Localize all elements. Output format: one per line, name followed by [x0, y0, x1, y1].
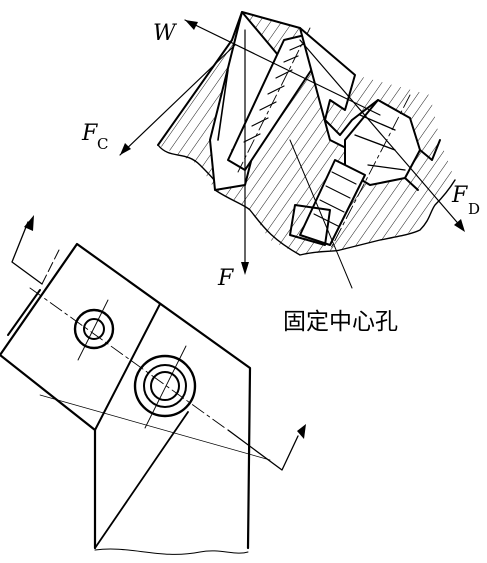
screw-center-line: [237, 27, 311, 173]
insert-rear-step: [7, 289, 41, 336]
label-fd-sub: D: [468, 200, 480, 218]
label-fc: F: [81, 121, 98, 146]
force-fc-arrowhead: [120, 143, 131, 155]
bottom-break-line: [94, 548, 249, 555]
section-view: [119, 11, 465, 289]
label-fd: F: [451, 183, 468, 208]
force-w-line: [184, 19, 381, 116]
large-hole-inner: [150, 371, 180, 401]
section-cut-dash-left: [41, 247, 61, 285]
section-outline: [157, 11, 301, 146]
caption-leader-line: [289, 139, 353, 289]
small-hole-axis: [77, 299, 109, 361]
right-step: [404, 139, 441, 191]
section-cut-line-right: [227, 429, 299, 471]
section-cut-arrow-right: [297, 424, 306, 439]
lock-screw-head-detail: [354, 114, 406, 171]
clamp-screw-threads: [243, 43, 305, 143]
label-f: F: [217, 266, 234, 291]
large-hole-outer: [133, 354, 197, 418]
lock-screw-head: [344, 99, 421, 186]
insert-split-line: [94, 303, 161, 431]
shank-chamfer-line: [94, 411, 189, 549]
lock-center-line: [329, 94, 411, 251]
small-hole-inner: [83, 318, 105, 340]
section-cut-arrow-left: [24, 215, 34, 231]
force-fc-line: [119, 44, 236, 156]
plan-view: [0, 215, 306, 555]
force-f-arrowhead: [241, 262, 249, 275]
lower-screw-threads: [313, 171, 357, 227]
caption-fixed-center-hole: 固定中心孔: [283, 309, 398, 335]
small-hole-outer: [73, 308, 115, 350]
large-hole-middle: [143, 364, 187, 408]
force-fd-arrowhead: [454, 219, 465, 232]
construction-line: [39, 394, 271, 461]
lower-screw: [299, 159, 366, 246]
holes-center-line: [29, 287, 226, 429]
force-fd-line: [299, 39, 463, 229]
section-cut-line-left: [11, 221, 43, 285]
label-fc-sub: C: [97, 135, 108, 153]
shank-outline: [0, 242, 252, 550]
force-w-arrowhead: [185, 20, 198, 30]
label-w: W: [153, 21, 178, 46]
large-hole-axis: [144, 345, 187, 429]
